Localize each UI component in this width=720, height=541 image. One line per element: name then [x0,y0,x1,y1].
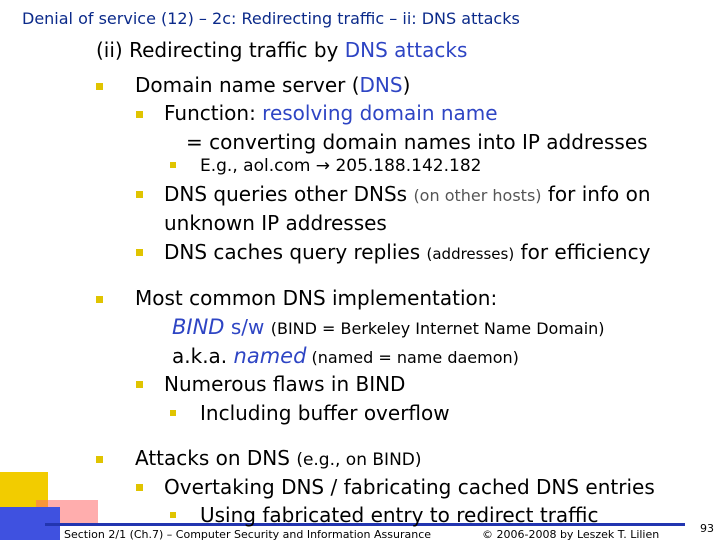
function-label: Function: [164,101,263,125]
attacks-line: Attacks on DNS (e.g., on BIND) [135,446,422,470]
flaws-line: Numerous flaws in BIND [164,372,406,396]
named-line: a.k.a. named (named = name daemon) [172,344,519,368]
function-line: Function: resolving domain name [164,101,498,125]
caches-note: (addresses) [426,245,515,263]
footer-rule [45,523,685,526]
function-value: resolving domain name [262,101,498,125]
common-impl-line: Most common DNS implementation: [135,286,498,310]
queries-line: DNS queries other DNSs (on other hosts) … [164,182,651,206]
bullet-icon [170,512,176,518]
queries-text: DNS queries other DNSs [164,182,414,206]
footer-right: © 2006-2008 by Leszek T. Lilien [482,528,660,541]
bind-word: BIND [172,315,225,339]
named-expansion: (named = name daemon) [306,348,519,367]
bind-line: BIND s/w (BIND = Berkeley Internet Name … [172,315,605,339]
queries-line-2: unknown IP addresses [164,211,387,235]
bullet-icon [96,83,103,90]
queries-tail: for info on [541,182,651,206]
bullet-icon [96,296,103,303]
dns-paren: ) [402,73,411,97]
page-number: 93 [700,522,714,535]
bullet-icon [96,456,103,463]
attacks-note: (e.g., on BIND) [296,450,422,470]
dns-server-label: Domain name server ( [135,73,360,97]
bullet-icon [136,381,143,388]
heading-prefix: (ii) Redirecting traffic by [96,38,345,62]
overflow-line: Including buffer overflow [200,401,450,425]
named-word: named [233,344,307,368]
overtaking-line: Overtaking DNS / fabricating cached DNS … [164,475,655,499]
bind-sw: s/w [224,315,271,339]
section-heading: (ii) Redirecting traffic by DNS attacks [96,38,467,62]
caches-tail: for efficiency [514,240,651,264]
dns-acronym: DNS [359,73,403,97]
footer-left: Section 2/1 (Ch.7) – Computer Security a… [64,528,432,541]
aka-label: a.k.a. [172,344,234,368]
bullet-icon [136,249,143,256]
bullet-icon [136,484,143,491]
attacks-text: Attacks on DNS [135,446,297,470]
bullet-icon [170,410,176,416]
heading-dns: DNS attacks [344,38,468,62]
example-line: E.g., aol.com → 205.188.142.182 [200,156,482,176]
caches-text: DNS caches query replies [164,240,427,264]
converting-line: = converting domain names into IP addres… [186,130,648,154]
caches-line: DNS caches query replies (addresses) for… [164,240,650,264]
bind-expansion: (BIND = Berkeley Internet Name Domain) [270,319,605,338]
using-line: Using fabricated entry to redirect traff… [200,503,599,527]
bullet-icon [136,111,143,118]
queries-note: (on other hosts) [413,186,542,205]
dns-server-line: Domain name server (DNS) [135,73,410,97]
slide-title: Denial of service (12) – 2c: Redirecting… [22,9,520,28]
bullet-icon [170,162,176,168]
bullet-icon [136,191,143,198]
